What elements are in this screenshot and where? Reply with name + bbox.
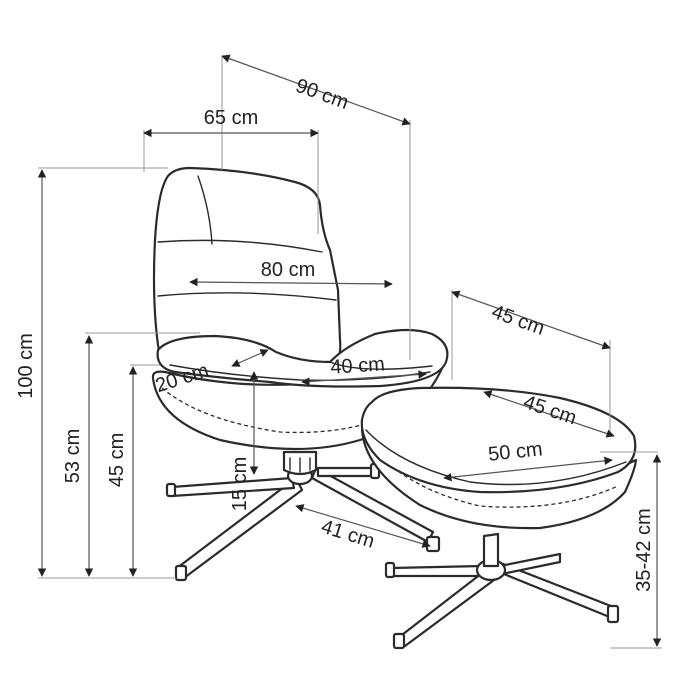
- label-base-height: 15 cm: [229, 457, 251, 511]
- dim-line-chair-depth: [221, 54, 411, 126]
- dim-line-base-width: [295, 504, 431, 548]
- label-chair-depth: 90 cm: [293, 75, 352, 114]
- dimension-lines: [37, 54, 662, 647]
- chair-backrest: [152, 166, 342, 367]
- dim-line-ottoman-depth: [451, 290, 611, 350]
- dim-line-ottoman-top-depth: [483, 390, 615, 438]
- label-ottoman-height: 35-42 cm: [633, 508, 655, 591]
- ottoman-star-base: [384, 532, 620, 650]
- dim-line-backrest-width: [189, 277, 393, 289]
- label-ottoman-depth: 45 cm: [489, 301, 548, 340]
- label-seat-depth: 40 cm: [330, 353, 386, 378]
- label-seat-height: 45 cm: [106, 433, 128, 487]
- label-chair-width: 65 cm: [204, 107, 258, 129]
- dim-line-armrest-height: [231, 349, 269, 367]
- dim-line-ottoman-width: [443, 456, 613, 482]
- label-backrest-width: 80 cm: [261, 259, 315, 281]
- dimension-labels: 90 cm 65 cm 80 cm 45 cm 45 cm 50 cm 40 c…: [15, 75, 655, 592]
- label-total-height: 100 cm: [15, 333, 37, 399]
- dim-line-seat-depth: [301, 370, 427, 386]
- label-armrest-floor-height: 53 cm: [62, 429, 84, 483]
